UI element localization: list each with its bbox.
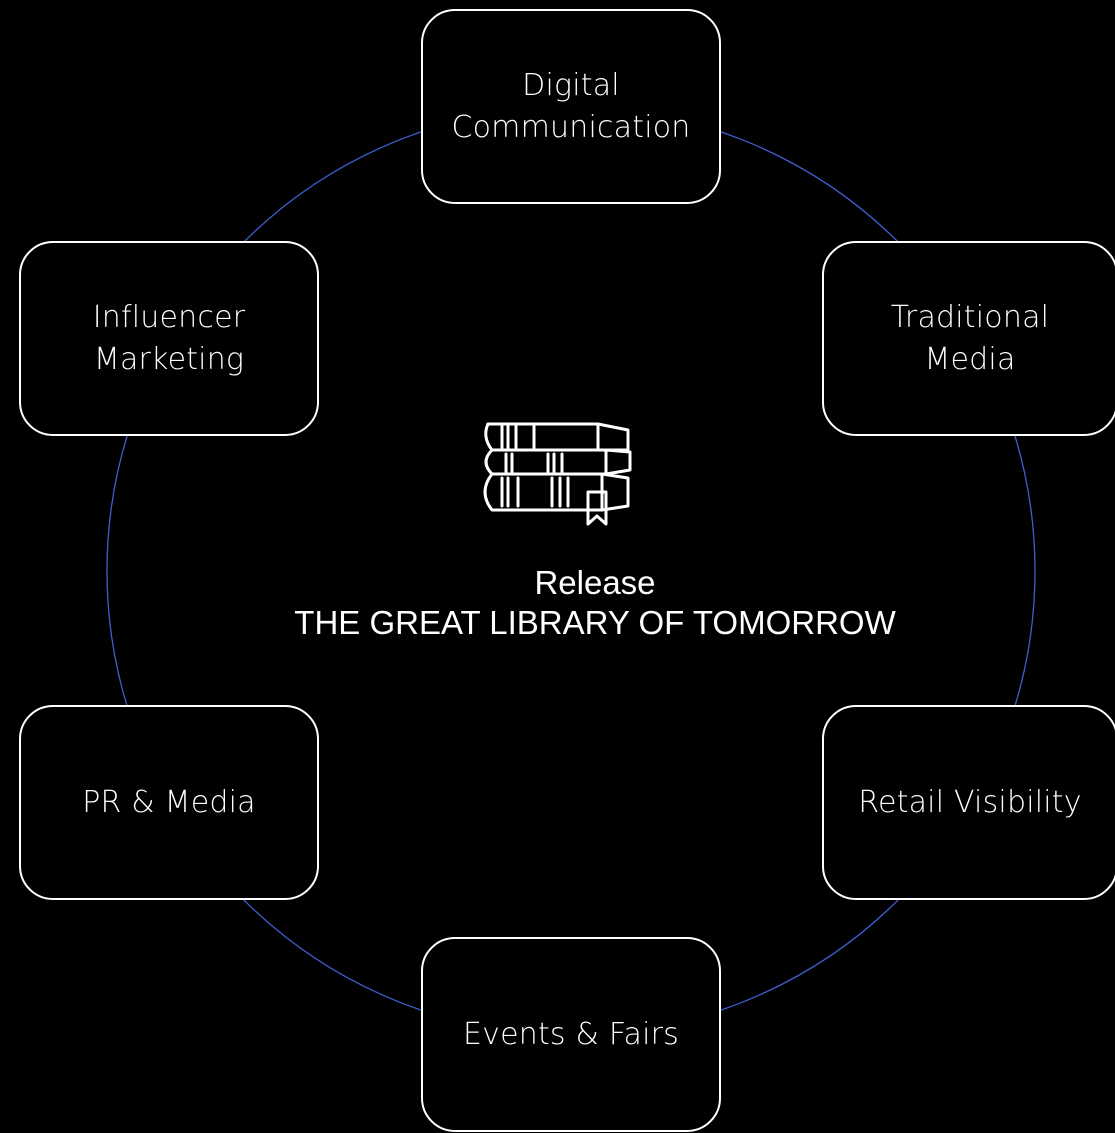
- center-title-line1: Release: [534, 564, 656, 601]
- center-title-line2: THE GREAT LIBRARY OF TOMORROW: [294, 604, 896, 641]
- channel-label: Digital Communication: [451, 67, 691, 145]
- channel-label: Retail Visibility: [858, 784, 1082, 820]
- books-stack-icon: [483, 422, 632, 526]
- channel-retail-visibility[interactable]: Retail Visibility: [822, 705, 1115, 900]
- channel-label: Traditional Media: [890, 299, 1050, 377]
- channel-influencer-marketing[interactable]: Influencer Marketing: [19, 241, 319, 436]
- center-title: Release THE GREAT LIBRARY OF TOMORROW: [200, 563, 990, 643]
- channel-traditional-media[interactable]: Traditional Media: [822, 241, 1115, 436]
- channel-digital-communication[interactable]: Digital Communication: [421, 9, 721, 204]
- channel-pr-media[interactable]: PR & Media: [19, 705, 319, 900]
- channel-label: PR & Media: [82, 784, 256, 820]
- channel-label: Influencer Marketing: [92, 299, 246, 377]
- channel-events-fairs[interactable]: Events & Fairs: [421, 937, 721, 1132]
- channel-label: Events & Fairs: [462, 1016, 680, 1052]
